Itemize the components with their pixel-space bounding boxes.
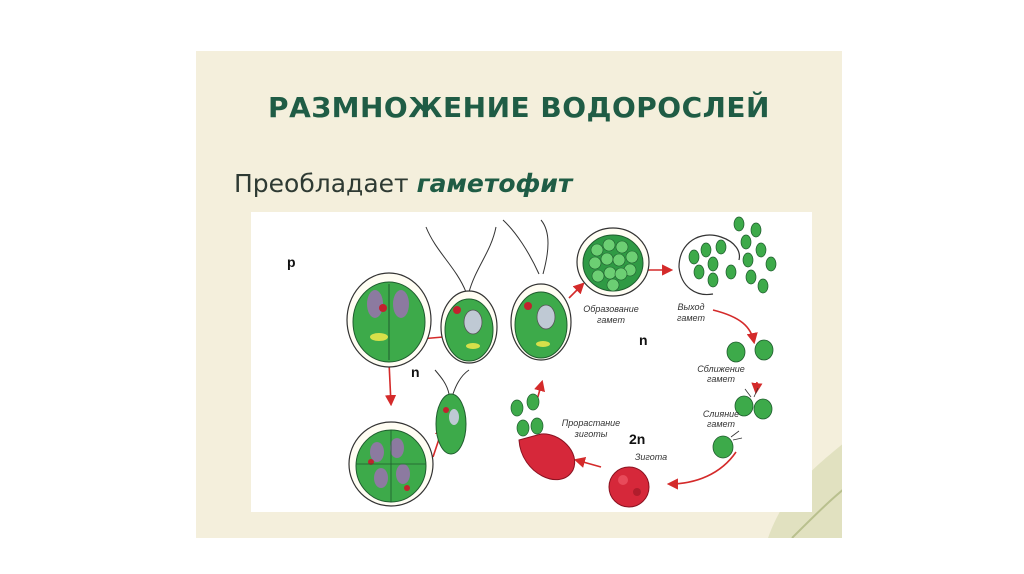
dividing-cell bbox=[347, 273, 431, 367]
label-zygote: Зигота bbox=[635, 452, 667, 462]
gametes-approaching bbox=[727, 340, 773, 362]
gamete-formation-cell bbox=[577, 228, 649, 296]
label-gamete-formation-2: гамет bbox=[597, 315, 625, 325]
biflagellate-cell-1 bbox=[426, 227, 497, 363]
label-fusion-2: гамет bbox=[707, 419, 735, 429]
biflagellate-cell-2 bbox=[503, 220, 571, 360]
daughter-cells-cluster bbox=[349, 422, 433, 506]
label-gamete-release-1: Выход bbox=[677, 302, 704, 312]
young-biflagellate-cell bbox=[435, 370, 469, 454]
label-approach-1: Сближение bbox=[697, 364, 745, 374]
zygote bbox=[609, 467, 649, 507]
slide-title: РАЗМНОЖЕНИЕ ВОДОРОСЛЕЙ bbox=[196, 91, 842, 124]
subtitle-emphasis: гаметофит bbox=[417, 169, 573, 198]
label-p: р bbox=[287, 254, 296, 270]
label-2n: 2n bbox=[629, 431, 645, 447]
arrow-to-gamete-formation bbox=[569, 284, 583, 298]
label-sprouting-1: Прорастание bbox=[562, 418, 620, 428]
label-fusion-1: Слияние bbox=[703, 409, 739, 419]
slide-subtitle: Преобладает гаметофит bbox=[234, 169, 572, 198]
subtitle-prefix: Преобладает bbox=[234, 169, 409, 198]
fused-gamete-pair bbox=[713, 431, 742, 458]
label-gamete-formation-1: Образование bbox=[583, 304, 638, 314]
label-n-right: n bbox=[639, 332, 648, 348]
arrow-cell1-down bbox=[389, 362, 391, 404]
gamete-release-cell bbox=[679, 217, 776, 295]
arrow-zygote-to-sprout bbox=[576, 460, 601, 467]
gametes-fusing bbox=[735, 388, 772, 419]
label-n-left: n bbox=[411, 364, 420, 380]
label-sprouting-2: зиготы bbox=[574, 429, 608, 439]
arrow-to-approach bbox=[713, 310, 754, 342]
label-gamete-release-2: гамет bbox=[677, 313, 705, 323]
label-approach-2: гамет bbox=[707, 374, 735, 384]
sprouting-zygote bbox=[511, 394, 575, 480]
algae-life-cycle-diagram: р bbox=[251, 212, 812, 512]
